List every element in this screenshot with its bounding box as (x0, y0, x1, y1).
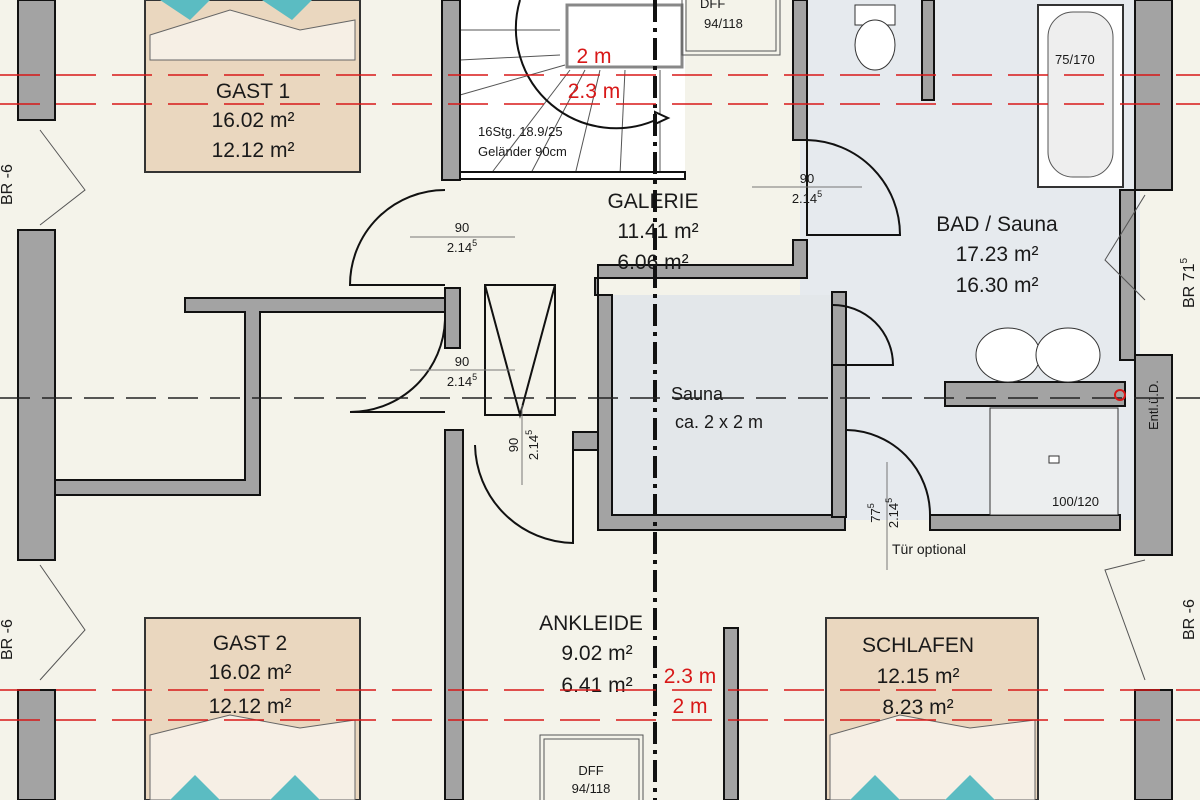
svg-text:90: 90 (455, 354, 469, 369)
svg-text:90: 90 (800, 171, 814, 186)
height-label-2m: 2 m (672, 695, 707, 718)
height-label-2-3m: 2.3 m (568, 80, 621, 103)
svg-text:90: 90 (455, 220, 469, 235)
window-label-right-top: BR 715 (1179, 258, 1198, 308)
svg-text:SCHLAFEN: SCHLAFEN (862, 634, 974, 657)
room-gast1: GAST 1 16.02 m² 12.12 m² (212, 80, 295, 162)
svg-text:12.12 m²: 12.12 m² (212, 139, 295, 162)
bathtub-size: 75/170 (1055, 52, 1095, 67)
sauna-floor (612, 295, 832, 520)
height-lines (0, 74, 1200, 721)
toilet (854, 4, 896, 71)
svg-text:8.23 m²: 8.23 m² (882, 696, 953, 719)
svg-text:775: 775 (866, 503, 883, 522)
svg-text:90: 90 (506, 438, 521, 452)
room-bad: BAD / Sauna 17.23 m² 16.30 m² (936, 213, 1058, 297)
svg-text:2.145: 2.145 (792, 189, 822, 206)
window-label-right-bottom: BR -6 (1181, 599, 1198, 640)
bed-gast1 (144, 0, 361, 173)
height-label-2m: 2 m (576, 45, 611, 68)
svg-text:9.02 m²: 9.02 m² (561, 642, 632, 665)
svg-text:17.23 m²: 17.23 m² (956, 243, 1039, 266)
svg-text:2.145: 2.145 (447, 238, 477, 255)
height-label-2-3m: 2.3 m (664, 665, 717, 688)
svg-text:12.15 m²: 12.15 m² (877, 665, 960, 688)
skylight-size: 94/118 (704, 16, 743, 31)
svg-text:GAST 2: GAST 2 (213, 632, 287, 655)
door-optional-note: Tür optional (892, 541, 966, 557)
svg-text:ANKLEIDE: ANKLEIDE (539, 612, 643, 635)
railing-info: Geländer 90cm (478, 144, 567, 159)
svg-text:12.12 m²: 12.12 m² (209, 695, 292, 718)
skylight-label: DFF (700, 0, 725, 11)
skylight-size: 94/118 (572, 781, 611, 796)
svg-text:GAST 1: GAST 1 (216, 80, 290, 103)
skylight-bottom: DFF 94/118 (539, 734, 644, 800)
skylight-top: DFF 94/118 (681, 0, 781, 56)
window-label-left-top: BR -6 (0, 164, 16, 205)
svg-text:Sauna: Sauna (671, 384, 724, 404)
svg-text:6.06 m²: 6.06 m² (617, 251, 688, 274)
stair-info: 16Stg. 18.9/25 (478, 124, 563, 139)
bed-schlafen (825, 617, 1039, 800)
svg-text:2.145: 2.145 (447, 372, 477, 389)
vent-label: Entl.ü.D. (1146, 380, 1161, 430)
svg-text:16.30 m²: 16.30 m² (956, 274, 1039, 297)
door-dims: 90 2.145 90 2.145 90 2.145 90 2.145 775 … (410, 171, 966, 570)
walls (17, 0, 1173, 800)
shower: 100/120 (989, 407, 1119, 516)
shower-size: 100/120 (1052, 494, 1099, 509)
svg-text:16.02 m²: 16.02 m² (209, 661, 292, 684)
room-ankleide: ANKLEIDE 9.02 m² 6.41 m² (539, 612, 643, 697)
room-galerie: GALERIE 11.41 m² 6.06 m² (607, 190, 698, 274)
vent-pipe-icon (1114, 389, 1126, 401)
svg-text:6.41 m²: 6.41 m² (561, 674, 632, 697)
svg-text:2.145: 2.145 (524, 430, 541, 460)
double-sink (975, 327, 1101, 383)
skylight-label: DFF (578, 763, 603, 778)
room-schlafen: SCHLAFEN 12.15 m² 8.23 m² (862, 634, 974, 719)
staircase: 16Stg. 18.9/25 Geländer 90cm (459, 0, 686, 180)
svg-text:BAD / Sauna: BAD / Sauna (936, 213, 1058, 236)
window-label-left-bottom: BR -6 (0, 619, 16, 660)
bathtub: 75/170 (1037, 4, 1124, 188)
room-gast2: GAST 2 16.02 m² 12.12 m² (209, 632, 292, 718)
svg-text:ca. 2 x 2 m: ca. 2 x 2 m (675, 412, 763, 432)
svg-text:2.145: 2.145 (884, 498, 901, 528)
room-sauna: Sauna ca. 2 x 2 m (671, 384, 763, 432)
svg-text:16.02 m²: 16.02 m² (212, 109, 295, 132)
windows (39, 129, 1146, 681)
bed-gast2 (144, 617, 361, 800)
svg-text:11.41 m²: 11.41 m² (617, 220, 698, 243)
